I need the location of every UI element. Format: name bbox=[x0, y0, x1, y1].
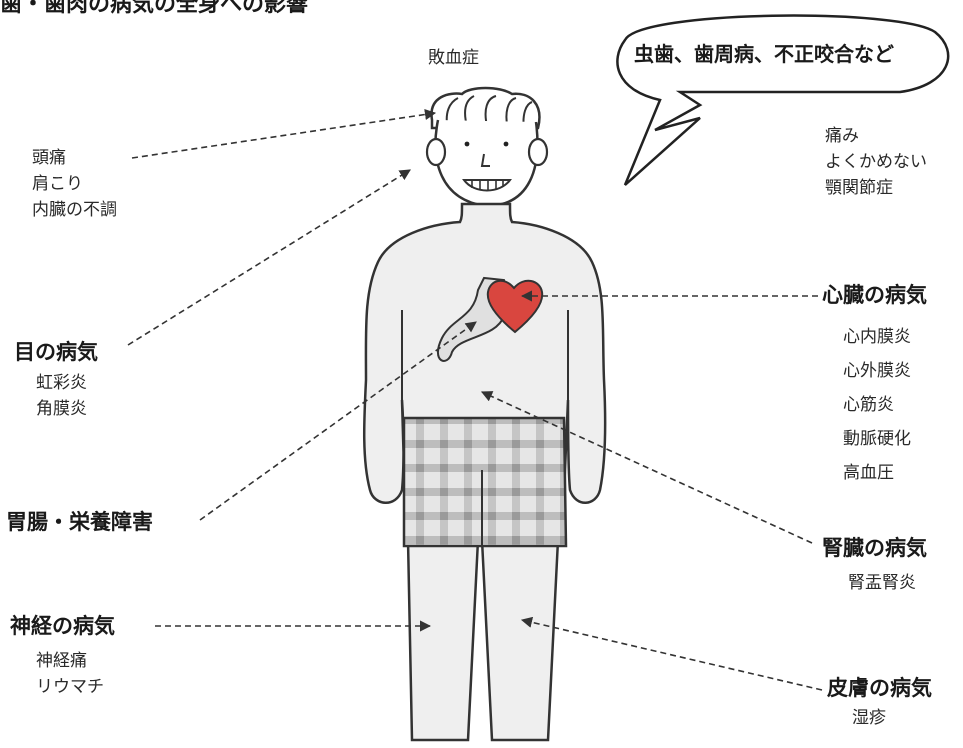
list-item: 肩こり bbox=[32, 174, 83, 194]
head bbox=[425, 119, 549, 208]
list-item: よくかめない bbox=[825, 152, 927, 172]
list-item: 頭痛 bbox=[32, 148, 66, 168]
gi-arrow bbox=[199, 321, 477, 521]
list-item: 湿疹 bbox=[852, 708, 886, 728]
head-arrow bbox=[131, 108, 437, 159]
speech-bubble-shape bbox=[616, 14, 950, 186]
sepsis-label: 敗血症 bbox=[428, 48, 479, 68]
gi-disorder-heading: 胃腸・栄養障害 bbox=[6, 510, 153, 534]
list-item: 心内膜炎 bbox=[843, 327, 911, 347]
eye-disease-heading: 目の病気 bbox=[14, 340, 98, 364]
list-item: 内臓の不調 bbox=[32, 200, 117, 220]
skin-disease-heading: 皮膚の病気 bbox=[827, 676, 932, 700]
list-item: 心筋炎 bbox=[843, 395, 894, 415]
heart-disease-list: 心内膜炎 心外膜炎 心筋炎 動脈硬化 高血圧 bbox=[843, 320, 911, 490]
shorts bbox=[402, 416, 568, 548]
list-item: 心外膜炎 bbox=[843, 361, 911, 381]
list-item: 動脈硬化 bbox=[843, 429, 911, 449]
eye-arrow bbox=[127, 169, 411, 346]
speech-bubble-text: 虫歯、歯周病、不正咬合など bbox=[634, 42, 894, 66]
head-effects-list: 頭痛 肩こり 内臓の不調 bbox=[32, 145, 117, 223]
list-item: 神経痛 bbox=[36, 651, 87, 671]
skin-arrow bbox=[520, 616, 823, 691]
kidney-disease-list: 腎盂腎炎 bbox=[848, 570, 916, 596]
hair bbox=[430, 86, 541, 131]
kidney-arrow bbox=[480, 391, 813, 544]
nerve-disease-heading: 神経の病気 bbox=[10, 614, 115, 638]
mouth-effects-list: 痛み よくかめない 顎関節症 bbox=[825, 123, 927, 201]
top-title-fragment: 歯・歯肉の病気の全身への影響 bbox=[0, 0, 309, 16]
list-item: 虹彩炎 bbox=[36, 373, 87, 393]
nerve-disease-list: 神経痛 リウマチ bbox=[36, 648, 104, 700]
list-item: 高血圧 bbox=[843, 463, 894, 483]
connector-lines bbox=[127, 108, 823, 691]
list-item: 腎盂腎炎 bbox=[848, 573, 916, 593]
list-item: 痛み bbox=[825, 126, 859, 146]
kidney-disease-heading: 腎臓の病気 bbox=[822, 536, 927, 560]
list-item: 角膜炎 bbox=[36, 399, 87, 419]
skin-disease-list: 湿疹 bbox=[852, 705, 886, 731]
list-item: リウマチ bbox=[36, 677, 104, 697]
heart-disease-heading: 心臓の病気 bbox=[822, 283, 927, 307]
legs bbox=[406, 538, 560, 742]
list-item: 顎関節症 bbox=[825, 178, 893, 198]
eye-disease-list: 虹彩炎 角膜炎 bbox=[36, 370, 87, 422]
